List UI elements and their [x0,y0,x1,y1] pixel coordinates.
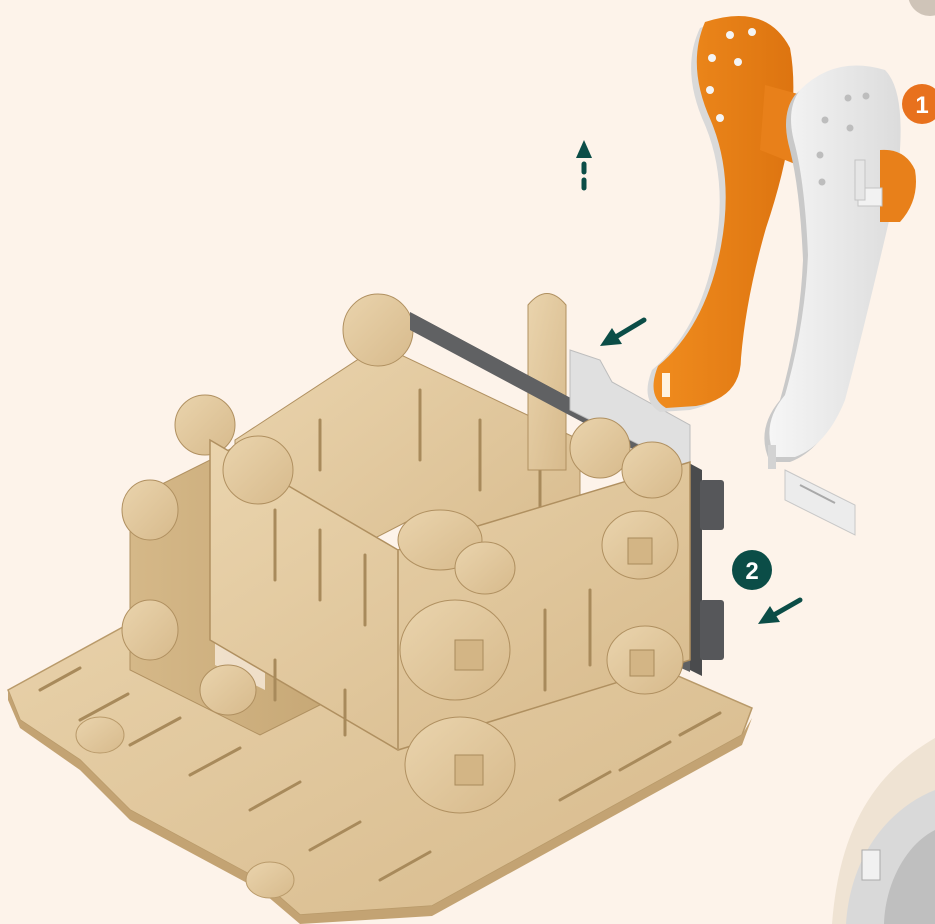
arrow-lift-up-dashed [576,140,592,188]
white-side-piece [764,66,916,536]
step-badge-2: 2 [732,550,772,590]
step-badge-1: 1 [902,84,935,124]
step-2-number: 2 [745,558,758,585]
corner-part-top-right [908,0,935,16]
step-1-number: 1 [915,92,928,119]
arrow-insert-dark-panel [758,600,800,624]
detail-inset-bottom-right [832,738,935,924]
arrow-insert-orange-piece [600,320,644,346]
